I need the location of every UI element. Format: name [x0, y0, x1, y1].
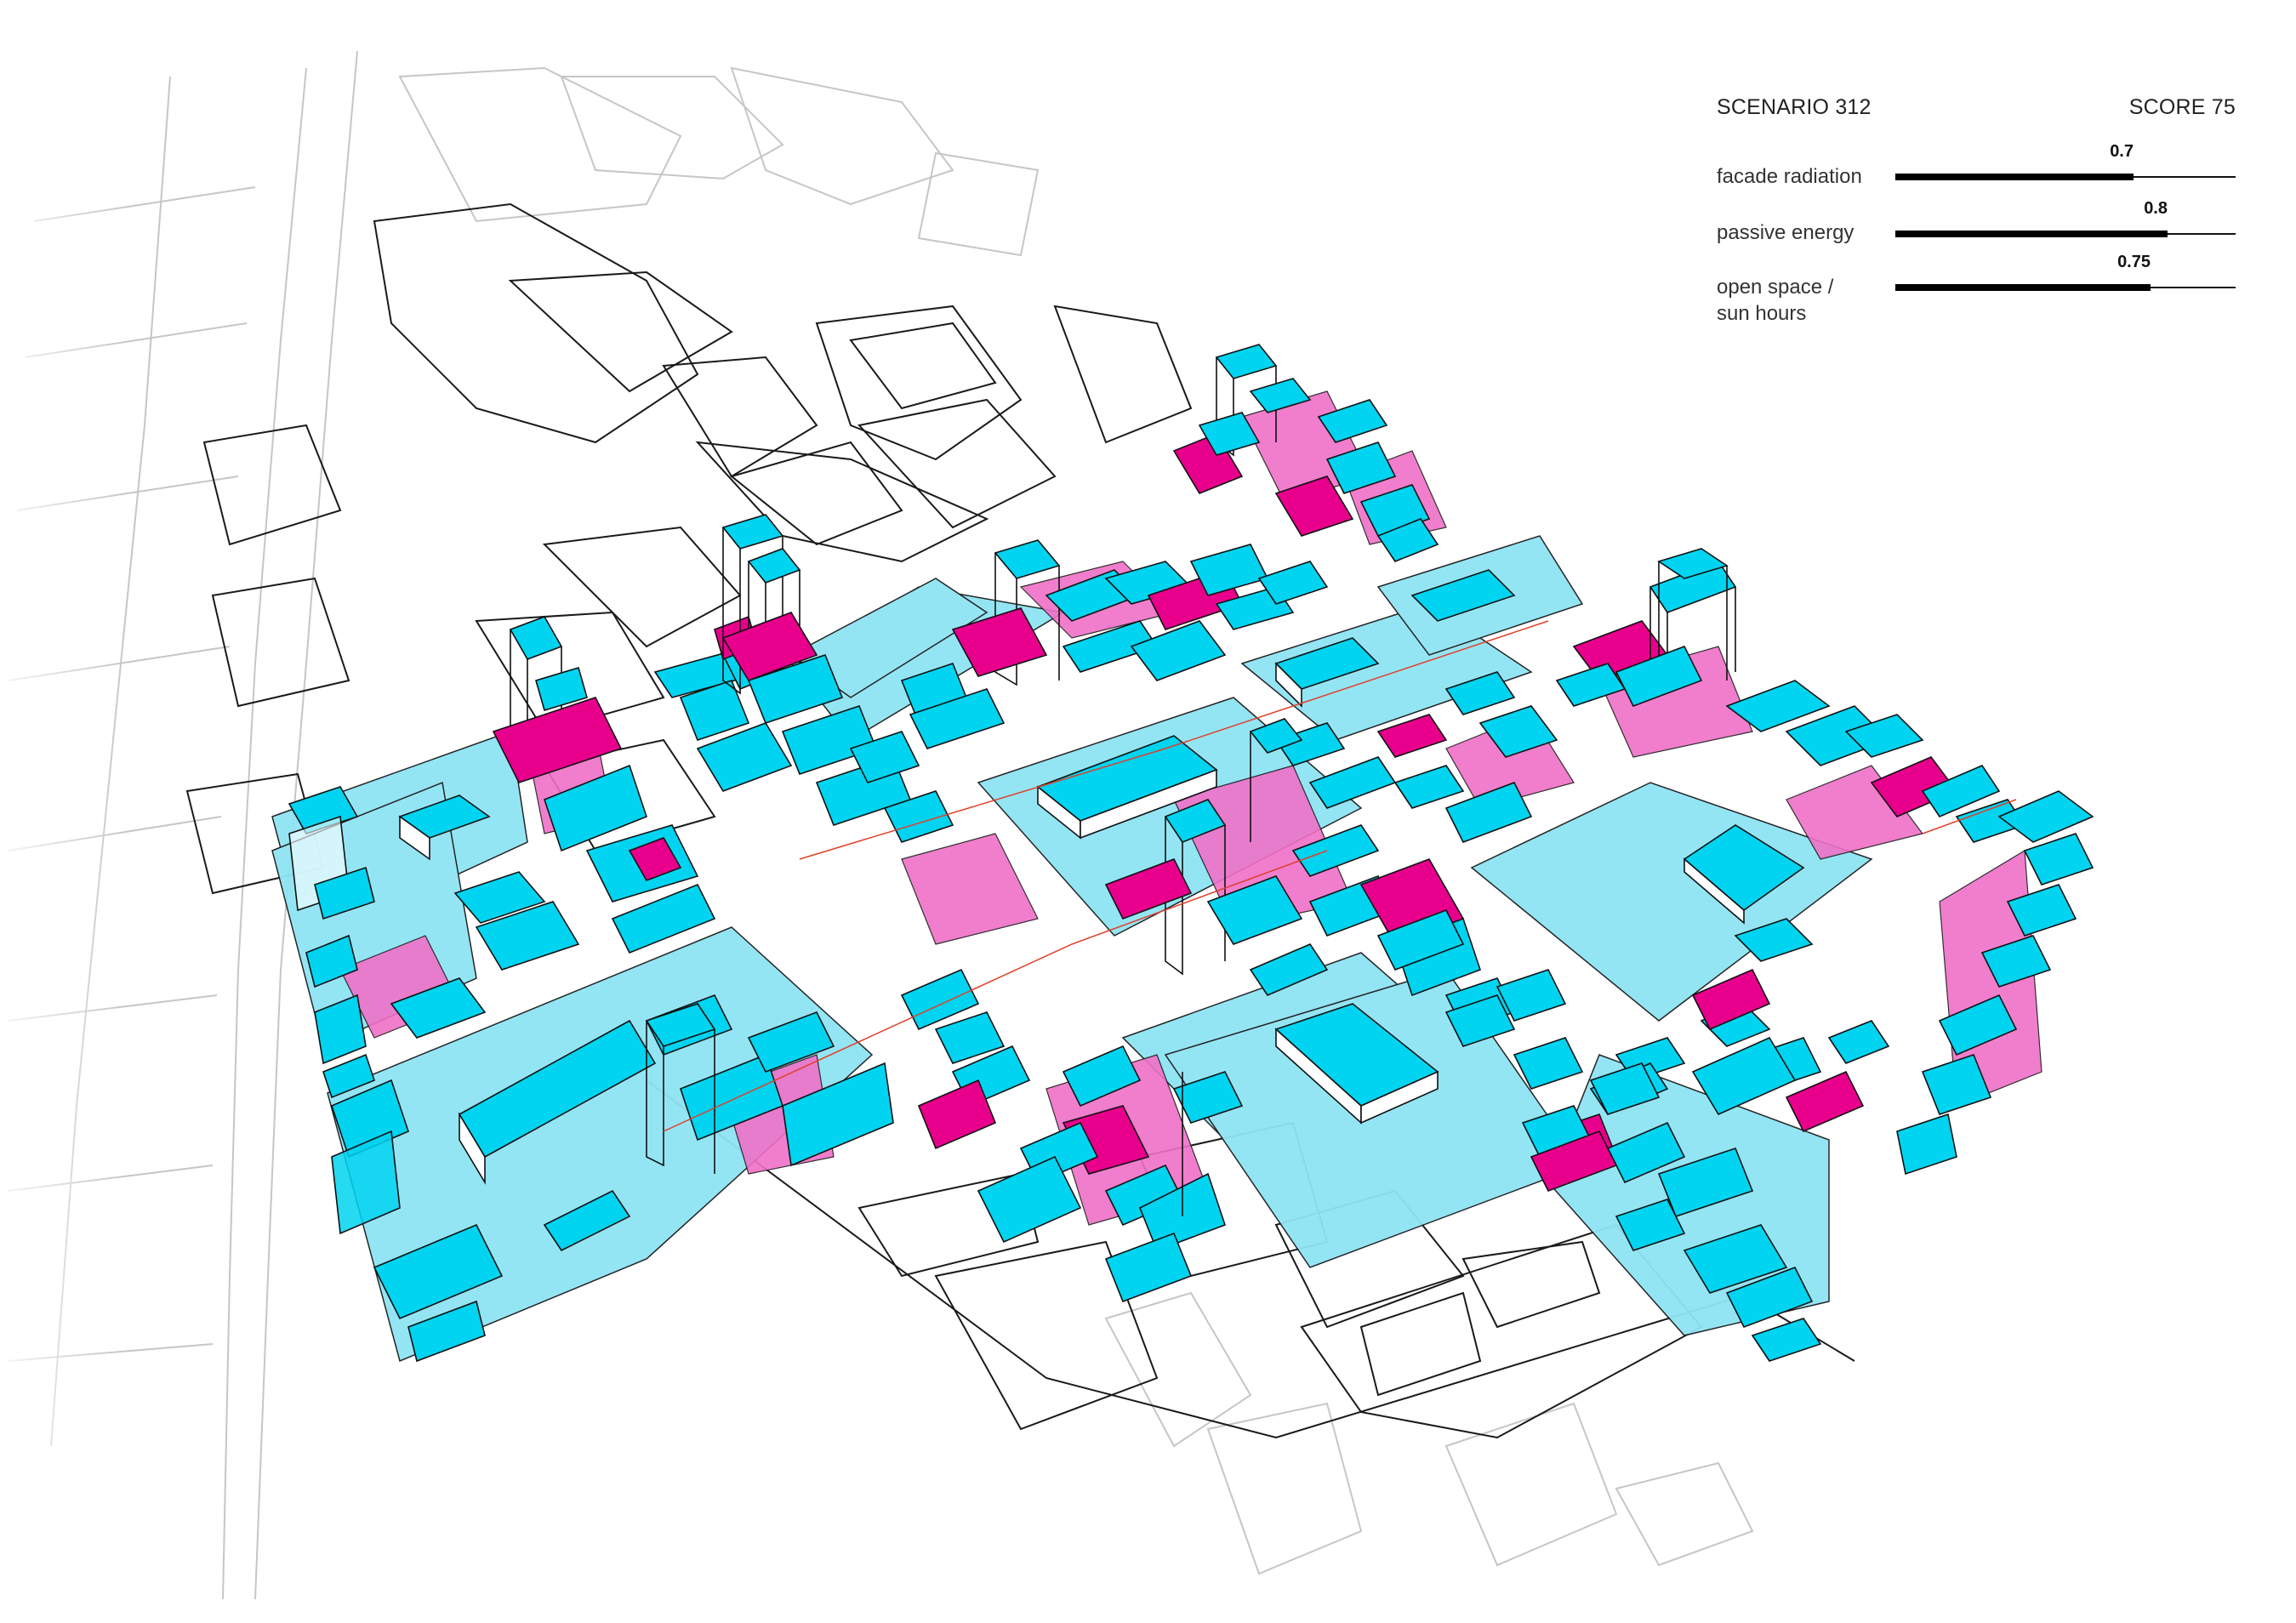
tower-north-mid: [900, 539, 1061, 749]
metric-value: 0.8: [2144, 199, 2168, 218]
building-cluster-south-east-central: [1376, 908, 1661, 1193]
building-cluster-northeast: [1172, 344, 1439, 562]
metric-open-space-sun-hours: open space / sun hours 0.75: [1717, 248, 2236, 325]
metric-bar-fill: [1895, 284, 2151, 291]
building-east-square: [1683, 824, 1805, 925]
metric-value: 0.7: [2110, 142, 2134, 161]
metric-label: facade radiation: [1717, 165, 1862, 188]
building-cluster-southeast: [1513, 918, 1890, 1362]
metric-bar-fill: [1895, 231, 2168, 237]
metric-value: 0.75: [2117, 253, 2151, 271]
building-cluster-south-central: [900, 968, 1244, 1303]
fade-overlay: [0, 0, 510, 1623]
plot-east-sq: [1470, 782, 1873, 1022]
building-row-north: [1045, 544, 1329, 681]
towers-north-central: [721, 514, 954, 843]
building-cluster-central: [1104, 718, 1397, 996]
tower-sw: [645, 1003, 716, 1174]
metrics-legend: SCENARIO 312 SCORE 75 facade radiation 0…: [1717, 95, 2236, 350]
connecting-lines: [663, 620, 2017, 1132]
building-cluster-far-east: [1725, 680, 2094, 1176]
metric-bar-fill: [1895, 174, 2134, 180]
metric-label: passive energy: [1717, 221, 1854, 244]
building-mid-centre: [1036, 569, 1516, 840]
metric-passive-energy: passive energy 0.8: [1717, 193, 2236, 261]
scenario-label: SCENARIO 312: [1717, 95, 1872, 119]
score-label: SCORE 75: [2128, 95, 2236, 119]
building-cluster-east: [1359, 548, 1737, 1030]
metric-facade-radiation: facade radiation 0.7: [1717, 138, 2236, 206]
building-central-square: [1274, 1003, 1439, 1125]
metric-label: open space / sun hours: [1717, 276, 1834, 325]
